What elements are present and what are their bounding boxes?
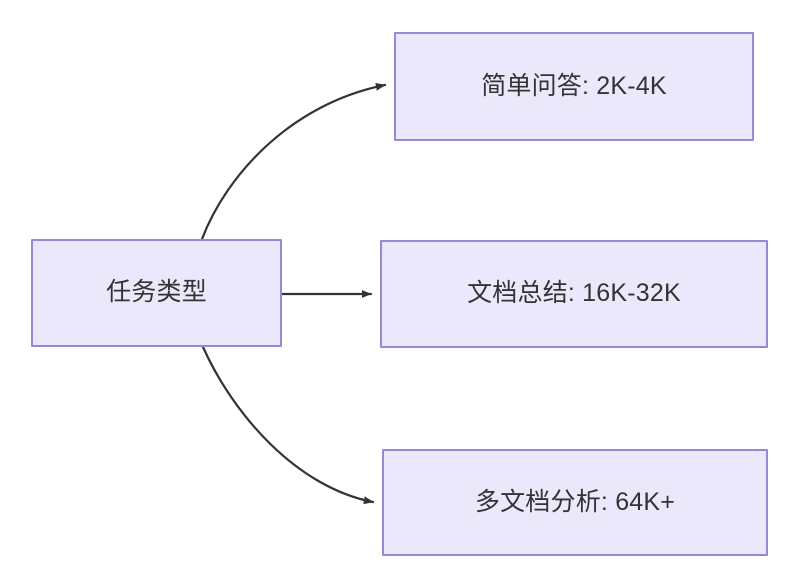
edge-to-simple-qa xyxy=(200,82,387,241)
node-task-type-label: 任务类型 xyxy=(106,278,207,307)
node-simple-qa-label: 简单问答: 2K-4K xyxy=(481,71,667,100)
node-doc-summary-label: 文档总结: 16K-32K xyxy=(467,279,681,308)
node-task-type[interactable]: 任务类型 xyxy=(31,239,282,347)
node-doc-summary[interactable]: 文档总结: 16K-32K xyxy=(380,240,768,348)
node-multi-doc[interactable]: 多文档分析: 64K+ xyxy=(382,449,768,556)
node-multi-doc-label: 多文档分析: 64K+ xyxy=(474,487,676,516)
node-simple-qa[interactable]: 简单问答: 2K-4K xyxy=(394,32,754,141)
edge-to-multi-doc xyxy=(201,345,375,505)
